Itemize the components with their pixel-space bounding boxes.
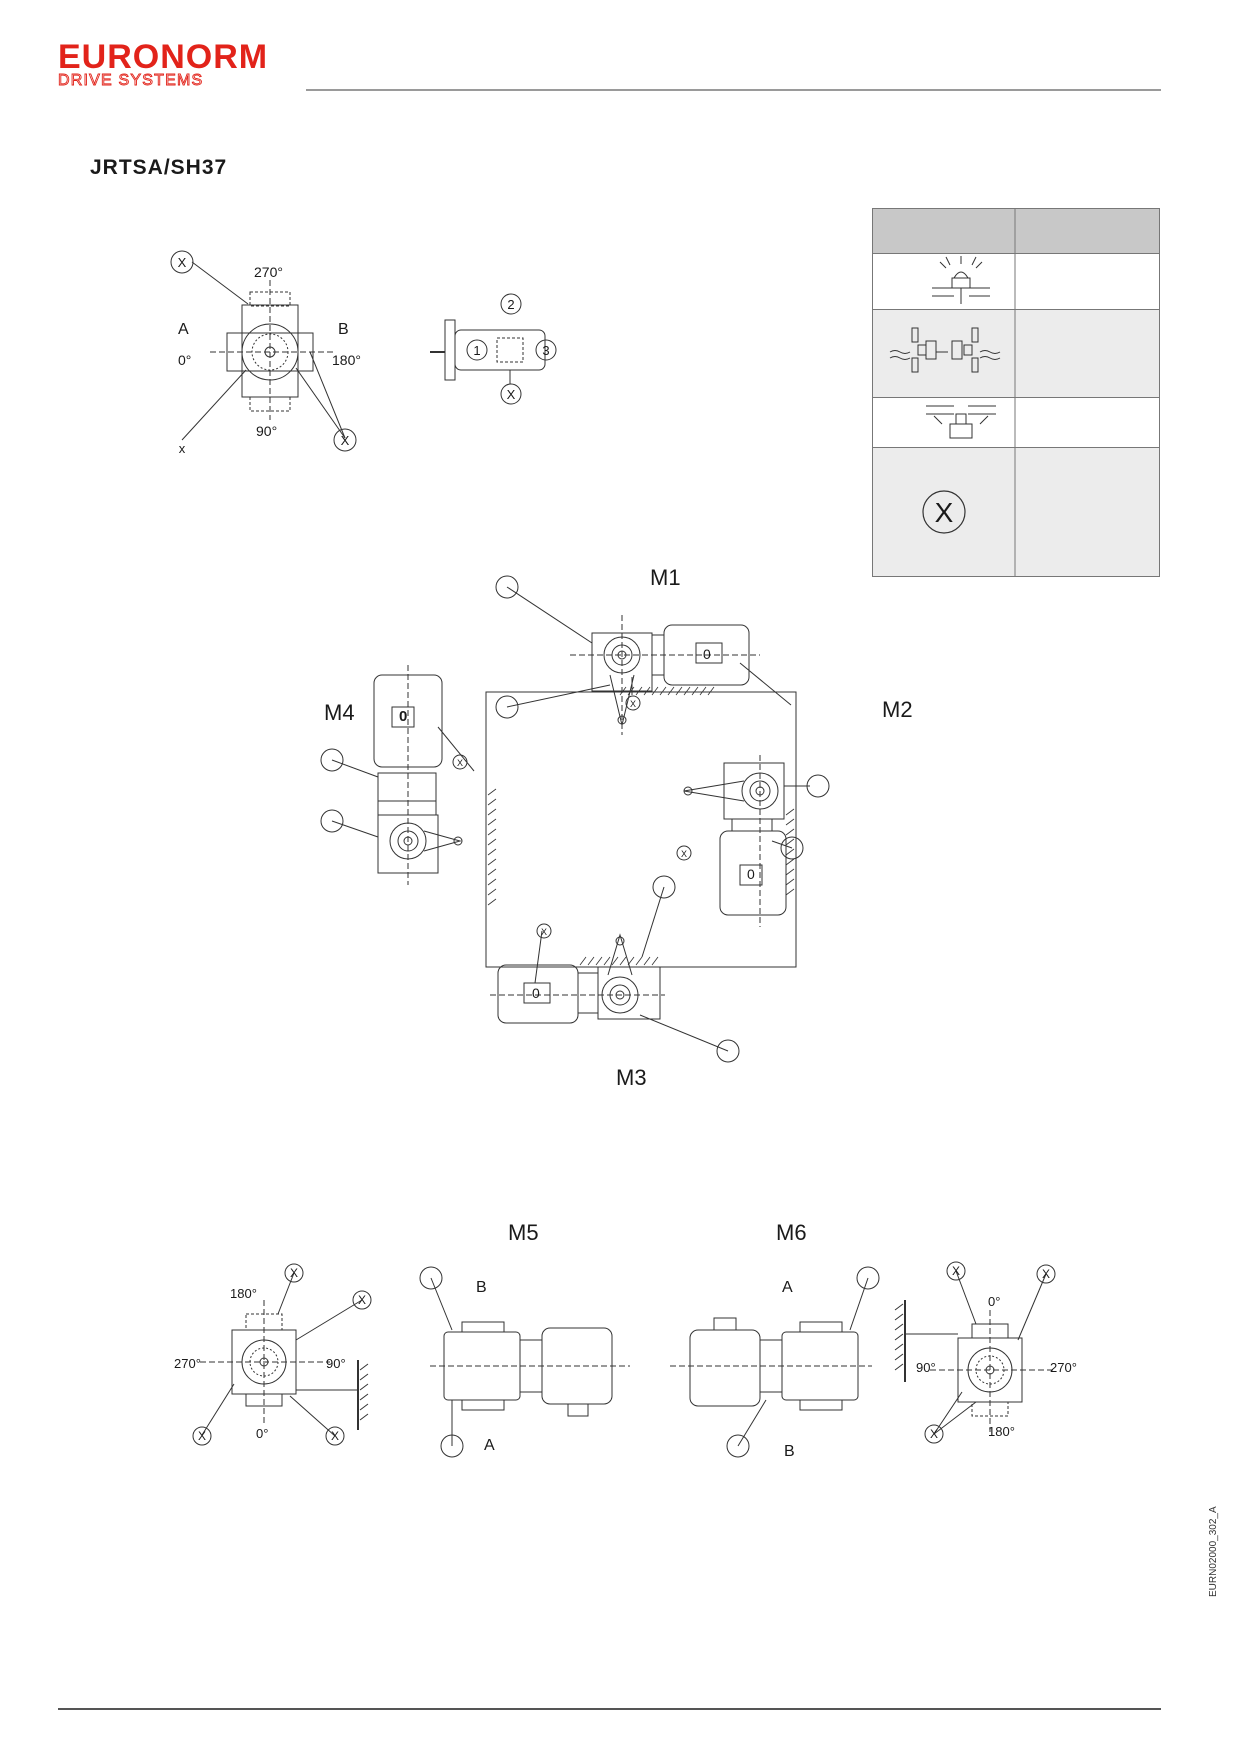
- side-label-b: B: [784, 1443, 795, 1460]
- page-title: JRTSA/SH37: [90, 156, 228, 179]
- legend-header: [872, 208, 1160, 254]
- marker-x: X: [507, 387, 516, 402]
- legend-table: X: [872, 208, 1160, 577]
- position-label-1: 1: [473, 343, 480, 358]
- position-label-m5: M5: [508, 1220, 539, 1245]
- angle-label: 180°: [988, 1424, 1015, 1439]
- angle-label: 180°: [332, 352, 361, 368]
- position-label-m1: M1: [650, 565, 681, 590]
- closed-plug-x-icon: X: [922, 490, 966, 534]
- zero-marker: 0: [703, 646, 711, 662]
- marker-x: X: [198, 1429, 206, 1443]
- mounting-positions-m5-m6: M5 M6 180° 270° 90° 0° B A A B 0° 90° 27…: [174, 1220, 1077, 1460]
- drain-plug-icon: [926, 405, 996, 439]
- side-label-b: B: [338, 321, 349, 338]
- angle-label: 90°: [916, 1360, 936, 1375]
- marker-x-lower: x: [179, 441, 186, 456]
- brand-tagline: DRIVE SYSTEMS: [58, 72, 204, 89]
- brand-logo: EURONORM: [58, 38, 269, 76]
- marker-x: X: [331, 1429, 339, 1443]
- marker-x: X: [930, 1427, 938, 1441]
- zero-marker: 0: [747, 866, 755, 882]
- marker-x: X: [290, 1266, 298, 1280]
- angle-label: 0°: [988, 1294, 1000, 1309]
- zero-marker: 0: [532, 985, 540, 1001]
- angle-label: 90°: [256, 423, 277, 439]
- angle-label: 270°: [254, 264, 283, 280]
- angle-label: 90°: [326, 1356, 346, 1371]
- marker-x: X: [341, 433, 350, 448]
- position-label-m3: M3: [616, 1065, 647, 1090]
- side-label-a: A: [484, 1437, 495, 1454]
- mounting-positions-m1-m4: M1 M2 M3 M4 0 0 0 0 X X X X: [320, 565, 913, 1090]
- position-label-3: 3: [542, 343, 549, 358]
- side-label-a: A: [782, 1279, 793, 1296]
- marker-x: X: [681, 849, 687, 859]
- header-divider: [306, 89, 1161, 91]
- marker-x: X: [1042, 1267, 1050, 1281]
- angle-label: 270°: [174, 1356, 201, 1371]
- position-label-m6: M6: [776, 1220, 807, 1245]
- marker-x: X: [358, 1293, 366, 1307]
- side-label-b: B: [476, 1279, 487, 1296]
- document-code: EURN02000_302_A: [1208, 1506, 1219, 1597]
- zero-marker: 0: [399, 708, 407, 725]
- marker-x: X: [630, 699, 636, 709]
- position-label-2: 2: [507, 297, 514, 312]
- breather-vent-icon: [932, 256, 990, 304]
- angle-label: 270°: [1050, 1360, 1077, 1375]
- angle-label: 180°: [230, 1286, 257, 1301]
- marker-x: X: [541, 927, 547, 937]
- angle-label: 0°: [178, 352, 191, 368]
- mounting-frame: [485, 691, 797, 968]
- angle-label: 0°: [256, 1426, 268, 1441]
- legend-x-symbol: X: [935, 497, 954, 528]
- marker-x: X: [457, 758, 463, 768]
- position-label-m4: M4: [324, 700, 355, 725]
- position-side-diagram: 2 1 3 X: [430, 293, 557, 405]
- side-label-a: A: [178, 321, 189, 338]
- marker-x: X: [952, 1264, 960, 1278]
- position-label-m2: M2: [882, 697, 913, 722]
- marker-x: X: [178, 255, 187, 270]
- oil-level-icon: [889, 327, 1001, 373]
- footer-divider: [58, 1708, 1161, 1710]
- orientation-diagram-top: X X x 270° A B 0° 180° 90°: [170, 250, 361, 456]
